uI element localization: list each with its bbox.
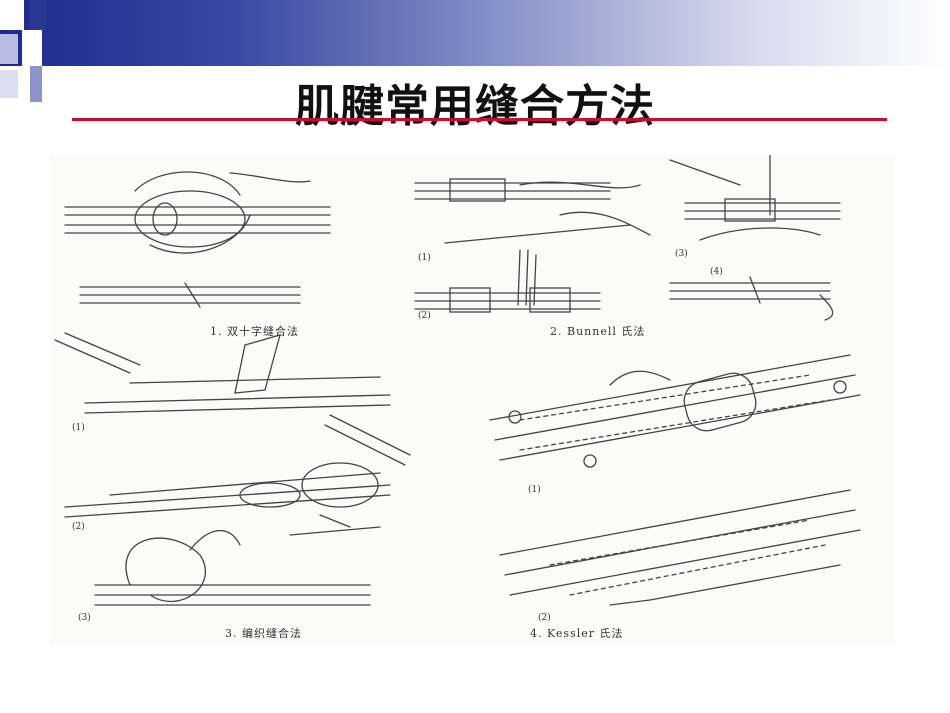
sublabel: (2) [72,522,85,532]
fig2-drawing [414,178,651,313]
figure-caption-1: 1. 双十字缝合法 [210,325,299,338]
sublabel: (3) [675,249,688,259]
figure-caption-3: 3. 编织缝合法 [225,627,302,640]
decor-square [30,0,46,30]
figure-caption-2: 2. Bunnell 氏法 [550,325,646,338]
sublabel: (1) [72,423,85,433]
fig3-drawing [54,332,411,606]
sublabel: (2) [538,613,551,623]
decor-square [0,70,18,98]
line-drawings [54,155,861,606]
decor-square [22,30,42,66]
fig2-right-drawing [669,155,841,321]
title-underline [72,118,887,121]
decor-square [0,0,24,30]
sublabel: (1) [418,253,431,263]
sublabel: (1) [528,485,541,495]
figure-caption-4: 4. Kessler 氏法 [530,627,624,640]
sublabel: (3) [78,613,91,623]
sublabel: (2) [418,311,431,321]
header-gradient-band [0,0,950,66]
suture-methods-illustration: 1. 双十字缝合法 2. Bunnell 氏法 3. 编织缝合法 4. Kess… [50,155,895,645]
fig1-drawing [64,171,331,308]
fig4-drawing [489,354,861,606]
decor-square [0,34,18,64]
slide-title: 肌腱常用缝合方法 [295,81,655,132]
sublabel: (4) [710,267,723,277]
decor-square [30,66,42,102]
